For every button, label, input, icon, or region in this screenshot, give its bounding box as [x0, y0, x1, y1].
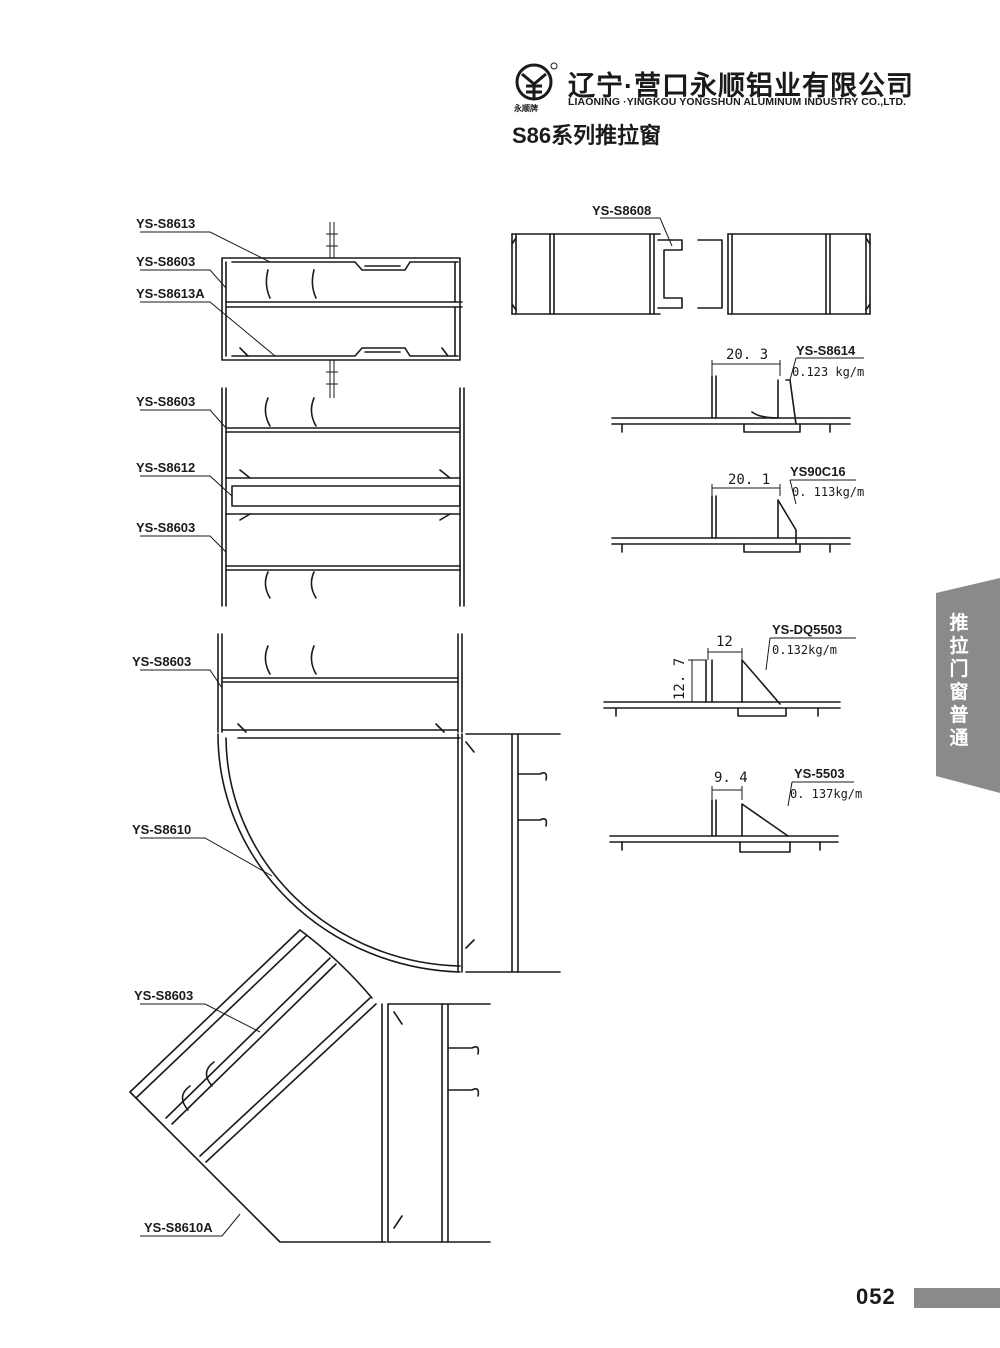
dimension-dq5503: 12: [716, 634, 733, 650]
profile-5503-drawing: [609, 786, 839, 853]
label-s8603-d: YS-S8603: [132, 654, 191, 669]
series-title: S86系列推拉窗: [512, 123, 662, 148]
profile-code-s8614: YS-S8614: [796, 343, 856, 358]
weight-ys90c16: 0. 113kg/m: [792, 485, 864, 499]
company-logo: [515, 62, 558, 101]
section-s8613-assembly: [221, 222, 463, 398]
label-s8613: YS-S8613: [136, 216, 195, 231]
profile-s8614-drawing: [611, 360, 851, 433]
company-name-en: LIAONING ·YINGKOU YONGSHUN ALUMINUM INDU…: [568, 96, 907, 108]
profile-code-ys90c16: YS90C16: [790, 464, 846, 479]
side-tab: [936, 578, 1000, 793]
company-name-cn: 辽宁·营口永顺铝业有限公司: [568, 71, 914, 101]
weight-dq5503: 0.132kg/m: [772, 643, 837, 657]
profile-code-dq5503: YS-DQ5503: [772, 622, 842, 637]
label-s8612: YS-S8612: [136, 460, 195, 475]
section-s8608: [511, 233, 871, 315]
leader-lines: [140, 217, 864, 1237]
header: 永顺牌 辽宁·营口永顺铝业有限公司 LIAONING ·YINGKOU YONG…: [512, 62, 952, 122]
section-s8612-assembly: [221, 387, 465, 607]
weight-s8614: 0.123 kg/m: [792, 365, 864, 379]
section-s8610-assembly: [217, 633, 561, 973]
dimension-v-dq5503: 12. 7: [672, 658, 688, 700]
page-bar: [914, 1288, 1000, 1308]
side-tab-text: 推拉门窗普通: [949, 613, 969, 749]
label-s8603-c: YS-S8603: [136, 520, 195, 535]
dimension-ys90c16: 20. 1: [728, 472, 770, 488]
label-s8603-a: YS-S8603: [136, 254, 195, 269]
profile-ys90c16-drawing: [611, 484, 851, 553]
logo-small-text: 永顺牌: [514, 104, 538, 113]
profile-dq5503-drawing: [603, 648, 841, 717]
label-s8613a: YS-S8613A: [136, 286, 205, 301]
label-s8610a: YS-S8610A: [144, 1220, 213, 1235]
label-s8608: YS-S8608: [592, 203, 651, 218]
weight-5503: 0. 137kg/m: [790, 787, 862, 801]
dimension-5503: 9. 4: [714, 770, 748, 786]
label-s8610: YS-S8610: [132, 822, 191, 837]
page-number: 052: [856, 1284, 896, 1309]
section-s8610a-assembly: [129, 929, 491, 1243]
label-s8603-e: YS-S8603: [134, 988, 193, 1003]
profile-code-5503: YS-5503: [794, 766, 845, 781]
label-s8603-b: YS-S8603: [136, 394, 195, 409]
dimension-s8614: 20. 3: [726, 347, 768, 363]
